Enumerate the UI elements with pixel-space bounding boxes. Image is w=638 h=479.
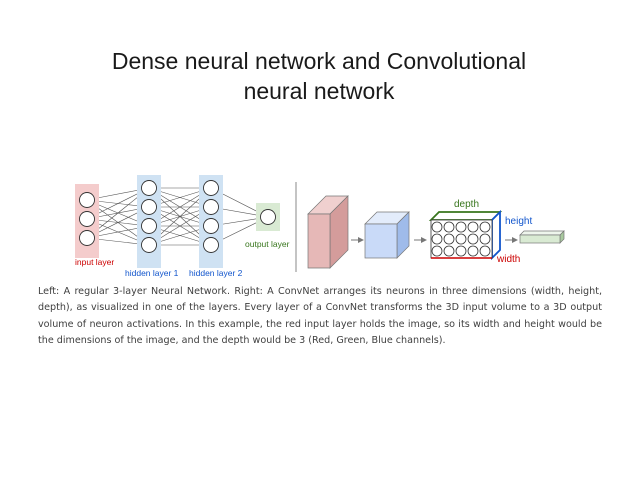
hidden-layer-2-label: hidden layer 2: [189, 268, 243, 278]
hidden-2-neuron: [203, 237, 219, 253]
network-diagram: input layer hidden layer 1 hidden layer …: [75, 175, 565, 278]
volume-neuron: [455, 221, 467, 233]
hidden-2-neuron: [203, 218, 219, 234]
volume-neuron: [467, 233, 479, 245]
volume-neuron: [479, 233, 491, 245]
slide-title: Dense neural network and Convolutional n…: [0, 46, 638, 106]
convnet-neuron-volume: [428, 209, 503, 261]
volume-neuron: [479, 221, 491, 233]
network-figure: input layer hidden layer 1 hidden layer …: [68, 172, 578, 280]
volume-neuron: [443, 221, 455, 233]
width-label: width: [496, 254, 520, 265]
output-layer-label: output layer: [245, 239, 290, 249]
network-neurons: [79, 180, 276, 253]
convnet-input-volume: [307, 195, 349, 269]
convnet: depth height width: [307, 195, 565, 269]
network-edges: [86, 187, 269, 246]
hidden-layer-1-label: hidden layer 1: [125, 268, 179, 278]
slide-title-line-1: Dense neural network and Convolutional: [111, 48, 527, 74]
volume-neuron: [431, 221, 443, 233]
dense-network: input layer hidden layer 1 hidden layer …: [75, 175, 290, 278]
hidden-1-neuron: [141, 199, 157, 215]
hidden-1-neuron: [141, 180, 157, 196]
depth-label: depth: [454, 199, 479, 210]
hidden-2-neuron: [203, 180, 219, 196]
volume-neuron: [467, 245, 479, 257]
volume-neuron: [455, 245, 467, 257]
convnet-hidden-volume: [364, 211, 410, 259]
hidden-1-neuron: [141, 218, 157, 234]
hidden-2-neuron: [203, 199, 219, 215]
volume-neuron: [479, 245, 491, 257]
input-layer-label: input layer: [75, 257, 114, 267]
input-neuron: [79, 192, 95, 208]
volume-neuron: [455, 233, 467, 245]
volume-neuron: [443, 233, 455, 245]
volume-neuron: [431, 233, 443, 245]
volume-neuron: [467, 221, 479, 233]
convnet-output-volume: [519, 230, 565, 244]
slide-title-line-2: neural network: [243, 78, 395, 104]
height-label: height: [505, 216, 532, 227]
figure-caption: Left: A regular 3-layer Neural Network. …: [38, 286, 602, 347]
volume-neuron: [431, 245, 443, 257]
input-neuron: [79, 211, 95, 227]
volume-neurons: [431, 221, 491, 257]
input-neuron: [79, 230, 95, 246]
hidden-1-neuron: [141, 237, 157, 253]
volume-neuron: [443, 245, 455, 257]
output-neuron: [260, 209, 276, 225]
